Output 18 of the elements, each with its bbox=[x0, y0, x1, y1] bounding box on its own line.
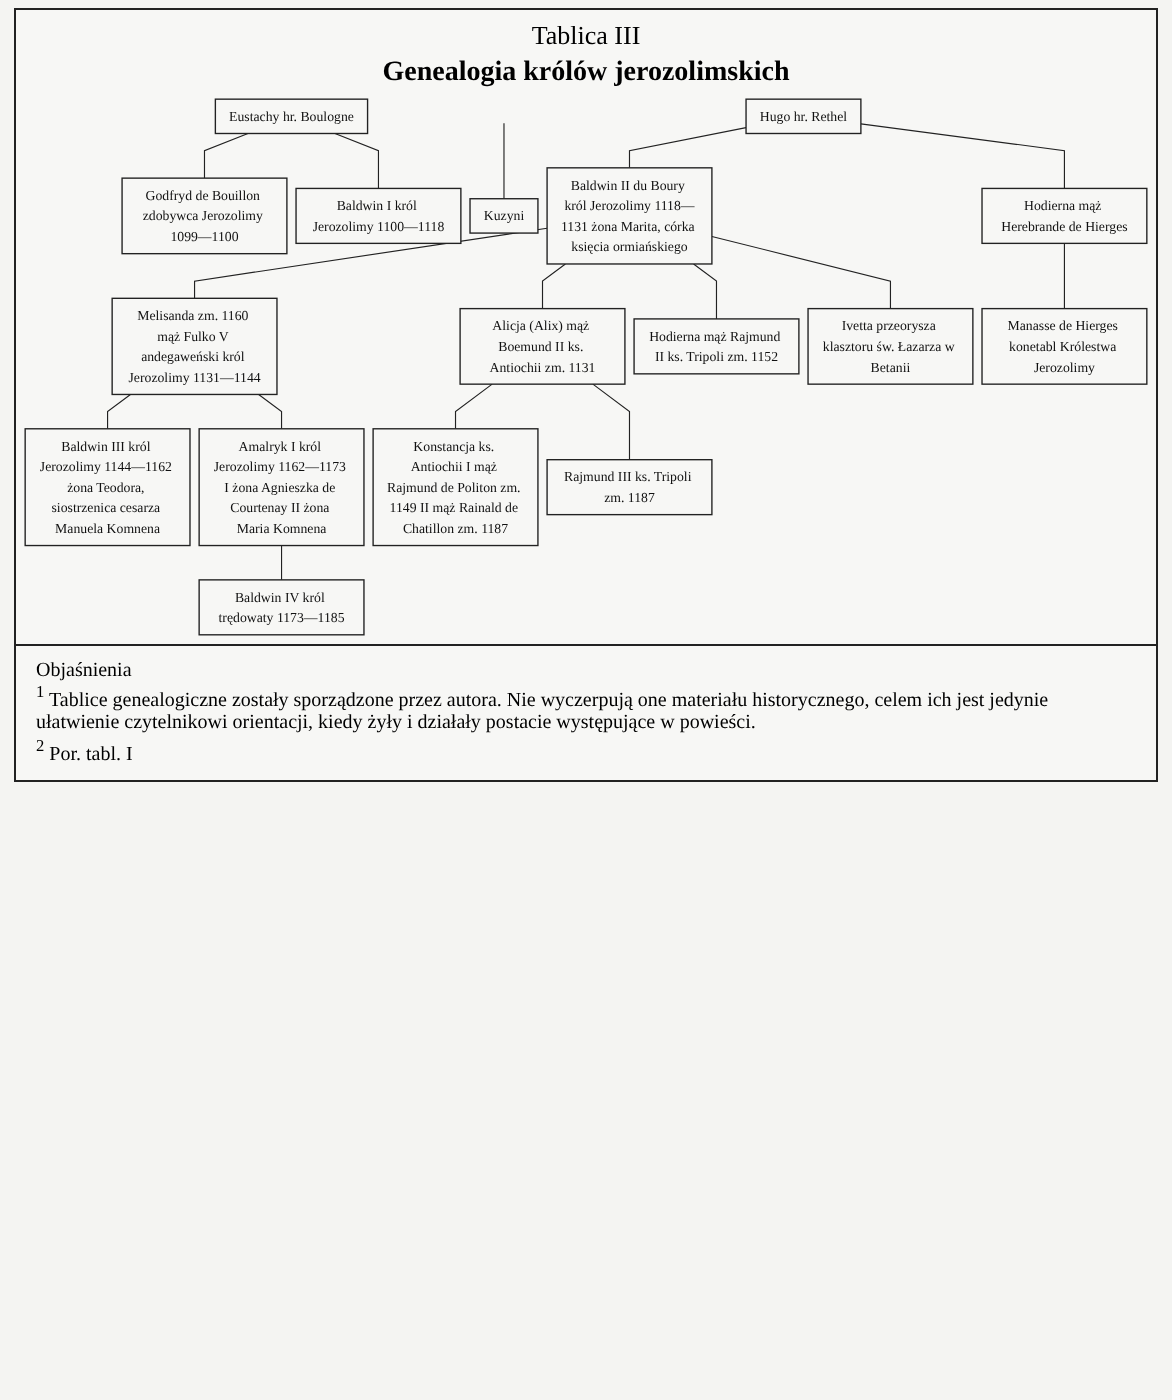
connector bbox=[281, 544, 283, 581]
connector bbox=[503, 122, 505, 200]
connector bbox=[860, 123, 1065, 189]
connector bbox=[711, 235, 892, 310]
connector bbox=[628, 127, 747, 169]
table-number: Tablica III bbox=[531, 20, 641, 52]
connector bbox=[107, 393, 132, 430]
footnote: $^{1}$ Tablice genealogiczne zostały sporządzone przez autora. Nie wyczerpują one materiału historycznego, celem ich jest jedynie ułatwienie czytelnikowi orientacji, kiedy żyły i działały postacie występujące w powieści. bbox=[36, 690, 1049, 735]
connector bbox=[454, 383, 493, 430]
connector bbox=[693, 263, 718, 320]
connector bbox=[203, 132, 249, 179]
title: Genealogia królów jerozolimskich bbox=[382, 58, 790, 90]
connector bbox=[592, 383, 631, 461]
connector bbox=[1063, 242, 1065, 310]
notes-heading: Objaśnienia bbox=[36, 659, 132, 682]
footnote: $^{2}$ Por. tabl. I bbox=[36, 743, 133, 766]
connector bbox=[541, 263, 566, 310]
connector bbox=[258, 393, 283, 430]
